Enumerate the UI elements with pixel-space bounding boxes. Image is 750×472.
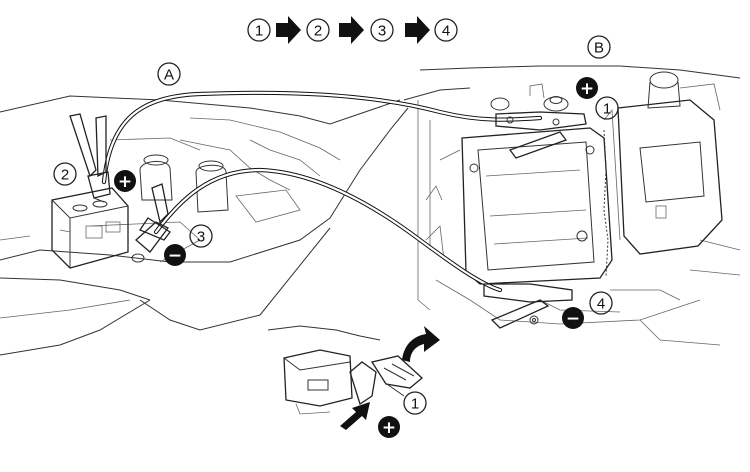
clamp-a-positive <box>69 113 111 203</box>
sequence-header: 1 2 3 4 <box>247 16 458 44</box>
positive-badge-icon: + <box>378 416 400 438</box>
svg-text:+: + <box>382 418 396 438</box>
positive-badge-icon: + <box>576 77 598 99</box>
callout-a-positive-step: 2 <box>53 162 77 186</box>
svg-text:3: 3 <box>197 229 205 246</box>
sequence-step-1: 1 <box>255 23 263 40</box>
callout-b-positive-step: 1 <box>595 96 619 120</box>
jumper-cable-negative <box>153 167 503 293</box>
negative-badge-icon: − <box>164 244 186 266</box>
vehicle-a-battery <box>51 187 129 269</box>
svg-text:2: 2 <box>61 167 69 184</box>
svg-text:−: − <box>168 246 182 266</box>
positive-badge-icon: + <box>114 170 136 192</box>
svg-text:+: + <box>580 79 594 99</box>
svg-text:+: + <box>118 172 132 192</box>
clamp-b-negative <box>483 283 573 329</box>
svg-text:B: B <box>594 40 604 57</box>
svg-text:A: A <box>164 67 174 84</box>
vehicle-b-label: B <box>587 35 611 59</box>
svg-text:1: 1 <box>603 101 611 118</box>
callout-b-negative-step: 4 <box>589 291 613 315</box>
vehicle-b-positive-terminal <box>490 83 569 112</box>
vehicle-b-engine-bay <box>403 65 741 346</box>
sequence-step-4: 4 <box>442 23 450 40</box>
svg-text:4: 4 <box>597 296 605 313</box>
vehicle-b-control-unit <box>461 127 613 285</box>
clamp-a-negative <box>131 183 171 263</box>
sequence-arrow-icon <box>276 16 301 44</box>
inset-positive-terminal <box>267 325 440 430</box>
svg-text:−: − <box>566 309 580 329</box>
negative-badge-icon: − <box>562 307 584 329</box>
jumper-cable-positive <box>101 90 543 185</box>
callout-inset-positive-step: 1 <box>403 391 427 415</box>
callout-a-negative-step: 3 <box>189 224 213 248</box>
sequence-arrow-icon <box>405 16 430 44</box>
vehicle-b-reservoir <box>647 71 721 111</box>
push-arrow-icon <box>340 402 370 430</box>
vehicle-a-label: A <box>157 62 181 86</box>
clamp-b-positive <box>495 111 587 159</box>
sequence-step-3: 3 <box>378 23 386 40</box>
sequence-step-2: 2 <box>314 23 322 40</box>
sequence-arrow-icon <box>339 16 364 44</box>
open-cover-arrow-icon <box>402 326 440 362</box>
vehicle-b-fuse-box <box>603 99 723 255</box>
svg-text:1: 1 <box>411 396 419 413</box>
